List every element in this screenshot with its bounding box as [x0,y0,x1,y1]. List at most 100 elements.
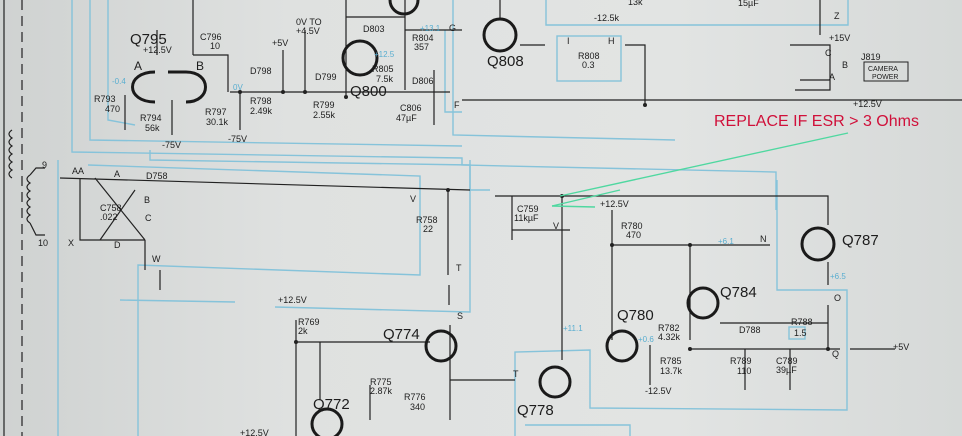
r793-label: R793 [94,94,116,104]
supply-plus-12-5v-bottom: +12.5V [240,428,269,436]
j819-pin-a: A [829,72,835,82]
terminal-9: 9 [42,160,47,170]
transformer-coil [3,0,45,436]
c796-value: 10 [210,41,220,51]
g-node-voltage: +13.1 [420,24,441,33]
q795-b-label: B [196,59,204,73]
d798-supply: +5V [272,38,288,48]
q778-label: Q778 [517,402,554,419]
q795-a-voltage: -0.4 [112,77,126,86]
c806-value: 47µF [396,113,417,123]
connector-q: Q [832,349,839,359]
camera-power-box [863,61,909,82]
d758-a: A [114,169,120,179]
r775-label: R775 [370,377,392,387]
r788-label: R788 [791,317,813,327]
q784-transistor-symbol [686,286,720,320]
connector-o: O [834,293,841,303]
capacitor-value-15uf: 15µF [738,0,759,8]
d788-label: D788 [739,325,761,335]
d799-range-label: 0V TO [296,17,322,27]
r780-supply: +12.5V [600,199,629,209]
r808-value: 0.3 [582,60,595,70]
q780-transistor-symbol [605,329,639,363]
q774-label: Q774 [383,326,420,343]
r794-label: R794 [140,113,162,123]
c758-label: C758 [100,203,122,213]
connector-t2: T [513,369,519,379]
q787-label: Q787 [842,232,879,249]
r780-label: R780 [621,221,643,231]
camera-power-line1: CAMERA [868,66,898,73]
c758-value: .022 [100,212,118,222]
connector-w: W [152,254,161,264]
q778-transistor-symbol [538,365,572,399]
connector-z: Z [834,11,840,21]
r797-supply: -75V [228,134,247,144]
supply-plus-15v: +15V [829,33,850,43]
esr-pointer-lines [551,132,849,208]
r789-value: 110 [737,366,751,376]
j819-label: J819 [861,52,881,62]
connector-s: S [457,311,463,321]
r769-supply: +12.5V [278,295,307,305]
q772-label: Q772 [313,396,350,413]
r799-value: 2.55k [313,110,336,120]
d806-label: D806 [412,76,434,86]
r782-label: R782 [658,323,680,333]
supply-minus-12-5: -12.5k [594,13,620,23]
q778-collector-voltage: +11.1 [563,324,583,333]
r794-supply: -75V [162,140,181,150]
d803-label: D803 [363,24,385,34]
connector-x: X [68,238,74,248]
connector-aa: AA [72,166,84,176]
q772-transistor-symbol [310,407,344,436]
connector-h: H [608,36,615,46]
q800-label: Q800 [350,83,387,100]
r794-value: 56k [145,123,160,133]
r804-label: R804 [412,33,434,43]
r769-value: 2k [298,326,308,336]
c789-value: 39µF [776,365,797,375]
q780-base-voltage: +0.6 [638,335,654,344]
r798-label: R798 [250,96,272,106]
r769-label: R769 [298,317,320,327]
connector-f: F [454,100,460,110]
resistor-value-13k: 13k [628,0,643,7]
q787-emitter-voltage: +6.5 [830,272,846,281]
r775-value: 2.87k [370,386,393,396]
q780-label: Q780 [617,307,654,324]
connector-i: I [567,36,570,46]
r797-label: R797 [205,107,227,117]
r758-value: 22 [423,224,433,234]
r798-value: 2.49k [250,106,273,116]
transistor-symbol [388,0,420,16]
c806-label: C806 [400,103,422,113]
connector-n: N [760,234,767,244]
r776-label: R776 [404,392,426,402]
r780-value: 470 [626,230,641,240]
j819-pin-b: B [842,60,848,70]
c796-label: C796 [200,32,222,42]
esr-replace-annotation: REPLACE IF ESR > 3 Ohms [714,113,919,130]
d799-label: D799 [315,72,337,82]
r782-value: 4.32k [658,332,681,342]
d758-d: D [114,240,121,250]
board-outlines [57,0,849,436]
r785-label: R785 [660,356,682,366]
r789-label: R789 [730,356,752,366]
q795-a-label: A [134,59,142,73]
connector-v2: V [553,221,559,231]
c759-value: 11kµF [514,213,539,223]
d758-c: C [145,213,152,223]
q774-transistor-symbol [424,329,458,363]
c789-label: C789 [776,356,798,366]
j819-pin-c: C [825,48,832,58]
d798-label: D798 [250,66,272,76]
d799-range-value: +4.5V [296,26,320,36]
r797-value: 30.1k [206,117,229,127]
q795-supply: +12.5V [143,45,172,55]
q808-label: Q808 [487,53,524,70]
